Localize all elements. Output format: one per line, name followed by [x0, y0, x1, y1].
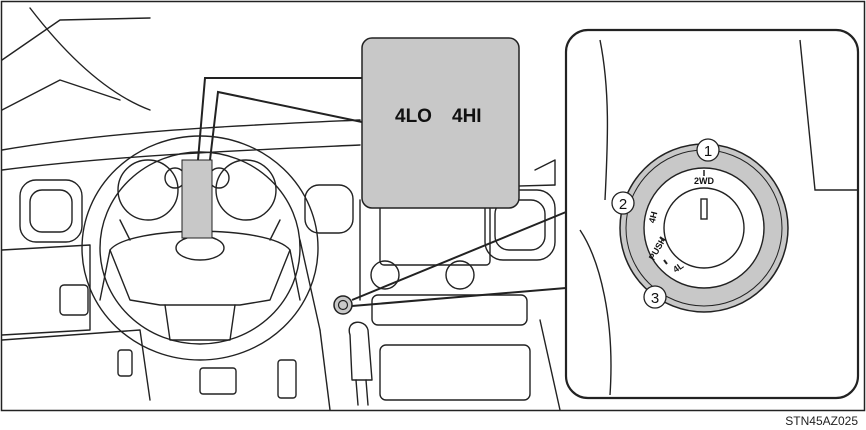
switch-knob-pointer	[701, 199, 707, 219]
callout-1-label: 1	[704, 143, 712, 160]
figure-code: STN45AZ025	[785, 414, 858, 428]
switch-detail-panel: 2WD 4H PUSH 4L 1 2 3	[566, 30, 858, 398]
dial-2wd-label: 2WD	[694, 176, 715, 186]
indicator-panel	[362, 38, 519, 208]
indicator-4hi-label: 4HI	[452, 106, 482, 127]
detail-leader-bottom	[352, 288, 566, 306]
transfer-switch-location	[334, 296, 352, 314]
detail-leader-top	[352, 212, 566, 300]
callout-2-label: 2	[619, 196, 627, 213]
callout-3-label: 3	[651, 290, 659, 307]
indicator-highlight	[182, 160, 212, 238]
indicator-callout: 4LO 4HI	[198, 38, 519, 208]
indicator-4lo-label: 4LO	[395, 106, 432, 127]
switch-dial	[644, 168, 764, 288]
